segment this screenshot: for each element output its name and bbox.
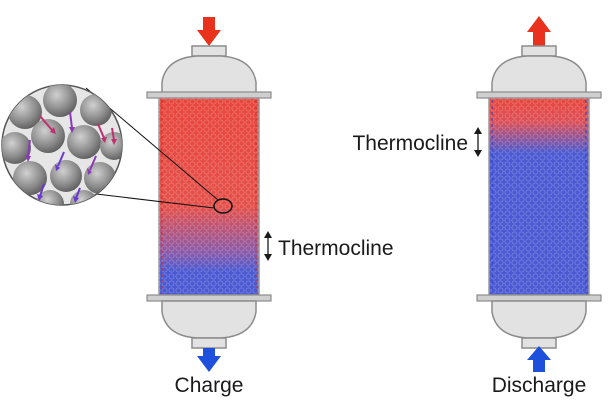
up-arrow-icon — [527, 16, 551, 46]
bottom-flange — [146, 294, 272, 302]
zoom-target-ellipse — [213, 198, 233, 214]
bottom-dome — [491, 300, 587, 339]
charge-tank: Thermocline Charge — [146, 17, 394, 397]
left-thermocline-label: Thermocline — [278, 237, 394, 260]
packed-bed-texture — [159, 98, 259, 295]
right-thermocline-label: Thermocline — [352, 132, 468, 155]
down-arrow-icon — [197, 348, 221, 372]
discharge-label: Discharge — [492, 374, 587, 397]
top-dome — [491, 55, 587, 96]
bottom-dome — [161, 300, 257, 339]
flow-arrows — [25, 111, 117, 203]
down-arrow-icon — [197, 17, 221, 46]
up-arrow-icon — [527, 346, 551, 372]
top-nozzle — [521, 45, 557, 57]
charge-label: Charge — [175, 374, 244, 397]
magnified-bed-inset — [1, 84, 219, 209]
right-thermocline-marker — [474, 127, 482, 157]
left-thermocline-marker — [264, 231, 272, 261]
top-dome — [161, 55, 257, 96]
bottom-nozzle — [191, 337, 227, 349]
top-flange — [146, 91, 272, 99]
packed-bed-texture — [489, 98, 589, 295]
bottom-flange — [476, 294, 602, 302]
top-flange — [476, 91, 602, 99]
top-nozzle — [191, 45, 227, 57]
discharge-tank: Thermocline Discharge — [352, 16, 602, 397]
